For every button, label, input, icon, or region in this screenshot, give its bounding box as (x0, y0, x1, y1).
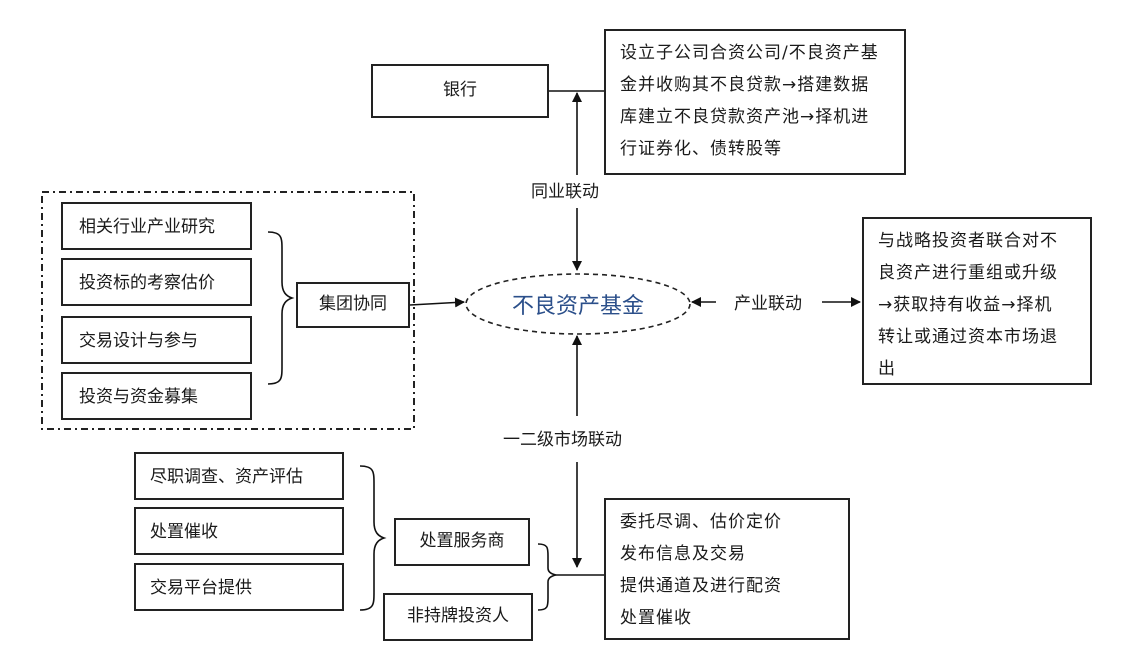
service-item-label: 交易平台提供 (150, 578, 252, 598)
service-bracket (359, 465, 387, 611)
bank-desc-line: 金并收购其不良贷款→搭建数据 (620, 75, 870, 95)
group-item-box: 交易设计与参与 (61, 316, 252, 364)
industry-desc-line: 与战略投资者联合对不 (878, 231, 1058, 251)
group-box: 集团协同 (296, 282, 410, 328)
service-item-box: 处置催收 (134, 507, 344, 555)
service-item-box: 交易平台提供 (134, 563, 344, 611)
group-item-box: 投资标的考察估价 (61, 258, 252, 306)
bank-desc-text: 设立子公司合资公司/不良资产基 金并收购其不良贷款→搭建数据 库建立不良贷款资产… (620, 37, 904, 165)
center-label: 不良资产基金 (511, 294, 644, 319)
investor-label: 非持牌投资人 (407, 606, 509, 627)
group-label: 集团协同 (319, 294, 387, 315)
service-item-box: 尽职调查、资产评估 (134, 452, 344, 500)
bank-box: 银行 (371, 64, 549, 118)
market-desc-line: 提供通道及进行配资 (620, 576, 782, 596)
industry-desc-box: 与战略投资者联合对不 良资产进行重组或升级 →获取持有收益→择机 转让或通过资本… (862, 217, 1092, 385)
service-label: 处置服务商 (419, 531, 505, 552)
bank-desc-box: 设立子公司合资公司/不良资产基 金并收购其不良贷款→搭建数据 库建立不良贷款资产… (604, 29, 906, 175)
industry-desc-line: →获取持有收益→择机 (878, 295, 1053, 315)
market-desc-line: 委托尽调、估价定价 (620, 512, 782, 532)
industry-desc-line: 出 (878, 359, 896, 379)
bank-desc-line: 设立子公司合资公司/不良资产基 (620, 43, 879, 63)
group-item-label: 相关行业产业研究 (79, 217, 215, 237)
bank-label: 银行 (443, 80, 477, 101)
provider-bracket (537, 543, 557, 611)
link-label-top: 同业联动 (531, 182, 599, 204)
group-item-label: 投资标的考察估价 (79, 273, 215, 293)
investor-box: 非持牌投资人 (383, 593, 533, 641)
link-label-bottom: 一二级市场联动 (503, 430, 622, 452)
industry-desc-text: 与战略投资者联合对不 良资产进行重组或升级 →获取持有收益→择机 转让或通过资本… (878, 225, 1088, 385)
market-desc-box: 委托尽调、估价定价 发布信息及交易 提供通道及进行配资 处置催收 (604, 498, 850, 640)
industry-desc-line: 良资产进行重组或升级 (878, 263, 1058, 283)
market-desc-line: 处置催收 (620, 608, 692, 628)
arrow-group-to-center (409, 297, 465, 308)
service-item-label: 处置催收 (150, 522, 218, 542)
market-desc-text: 委托尽调、估价定价 发布信息及交易 提供通道及进行配资 处置催收 (620, 506, 848, 634)
group-item-box: 投资与资金募集 (61, 372, 252, 420)
group-item-box: 相关行业产业研究 (61, 202, 252, 250)
industry-desc-line: 转让或通过资本市场退 (878, 327, 1058, 347)
service-item-label: 尽职调查、资产评估 (150, 467, 303, 487)
bank-desc-line: 库建立不良贷款资产池→择机进 (620, 107, 870, 127)
service-box: 处置服务商 (394, 518, 530, 566)
group-item-label: 投资与资金募集 (79, 387, 198, 407)
bank-desc-line: 行证券化、债转股等 (620, 139, 782, 159)
group-dashed-frame (41, 191, 415, 430)
link-label-right: 产业联动 (734, 294, 802, 314)
group-bracket (267, 231, 295, 385)
center-ellipse (465, 273, 691, 335)
market-desc-line: 发布信息及交易 (620, 544, 746, 564)
group-item-label: 交易设计与参与 (79, 331, 198, 351)
